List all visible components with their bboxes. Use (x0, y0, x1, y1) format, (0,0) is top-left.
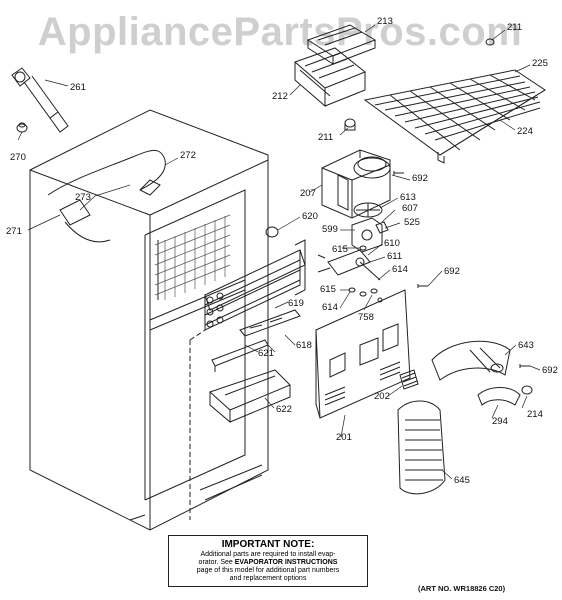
note-line-3: EVAPORATOR INSTRUCTIONS (234, 559, 338, 566)
part-label-622: 622 (276, 404, 292, 415)
part-label-692: 692 (542, 365, 558, 376)
part-label-211: 211 (318, 132, 333, 143)
part-225-wire-shelf (363, 69, 546, 164)
part-213-icemaker-cover (306, 24, 377, 65)
part-label-207: 207 (300, 188, 316, 199)
part-label-212: 212 (272, 91, 288, 102)
part-610-thermostat (317, 249, 381, 281)
part-label-201: 201 (336, 432, 352, 443)
part-label-614: 614 (322, 302, 338, 313)
part-211-bushing (344, 38, 495, 131)
part-label-614: 614 (392, 264, 408, 275)
part-label-692: 692 (412, 173, 428, 184)
part-label-607: 607 (402, 203, 418, 214)
note-line-2: orator. See (198, 559, 233, 566)
art-number: (ART NO. WR18826 C20) (418, 584, 506, 593)
note-line-1: Additional parts are required to install… (200, 551, 336, 558)
part-618-defrost-heater (239, 309, 301, 337)
part-label-613: 613 (400, 192, 416, 203)
part-261-water-valve (11, 67, 69, 133)
note-title: IMPORTANT NOTE: (221, 539, 315, 550)
part-label-225: 225 (532, 58, 548, 69)
part-label-620: 620 (302, 211, 318, 222)
part-692-screw (393, 171, 530, 368)
part-number-labels: 213 211 225 212 261 270 272 224 211 273 271 207 692 6… (6, 16, 558, 486)
part-label-615: 615 (332, 244, 348, 255)
part-619-evaporator (204, 239, 306, 331)
part-label-271: 271 (6, 226, 22, 237)
part-212-ice-tray (294, 47, 366, 108)
note-body: Additional parts are required to install… (169, 551, 367, 583)
part-label-611: 611 (387, 251, 402, 262)
part-270-grommet (16, 122, 28, 133)
part-label-270: 270 (10, 152, 26, 163)
note-line-4: page of this model for additional part n… (196, 567, 340, 574)
part-label-214: 214 (527, 409, 543, 420)
part-622-drain-trough (209, 369, 291, 424)
part-202-grille (399, 369, 419, 390)
part-272-tubing (47, 149, 166, 243)
part-label-202: 202 (374, 391, 390, 402)
part-201-evaporator-cover (315, 289, 411, 419)
part-label-211: 211 (507, 22, 522, 33)
important-note-box: IMPORTANT NOTE: Additional parts are req… (168, 535, 368, 587)
cabinet-outline (29, 109, 269, 531)
part-label-621: 621 (258, 348, 274, 359)
part-label-525: 525 (404, 217, 420, 228)
part-label-213: 213 (377, 16, 393, 27)
part-620-bulb (265, 226, 279, 238)
part-label-643: 643 (518, 340, 534, 351)
note-line-5: and replacement options (229, 575, 307, 582)
part-label-610: 610 (384, 238, 400, 249)
evaporator-grid (154, 214, 231, 300)
part-607-motor (351, 217, 383, 253)
part-label-273: 273 (75, 192, 91, 203)
part-label-272: 272 (180, 150, 196, 161)
part-645-air-duct (397, 400, 446, 495)
part-294-louver (477, 387, 521, 406)
part-label-224: 224 (517, 126, 533, 137)
leader-lines (17, 24, 541, 480)
part-525-clip (375, 221, 389, 234)
part-label-619: 619 (288, 298, 304, 309)
part-643-cover (431, 340, 511, 381)
part-label-692: 692 (444, 266, 460, 277)
part-label-618: 618 (296, 340, 312, 351)
watermark-text: AppliancePartsPros.com (37, 10, 523, 54)
part-label-645: 645 (454, 475, 470, 486)
part-613-fan-blade (353, 202, 383, 218)
part-label-261: 261 (70, 82, 86, 93)
part-label-615: 615 (320, 284, 336, 295)
part-label-599: 599 (322, 224, 338, 235)
part-label-758: 758 (358, 312, 374, 323)
part-207-fan-housing (321, 149, 391, 219)
part-214-knob (521, 385, 533, 395)
part-label-294: 294 (492, 416, 508, 427)
